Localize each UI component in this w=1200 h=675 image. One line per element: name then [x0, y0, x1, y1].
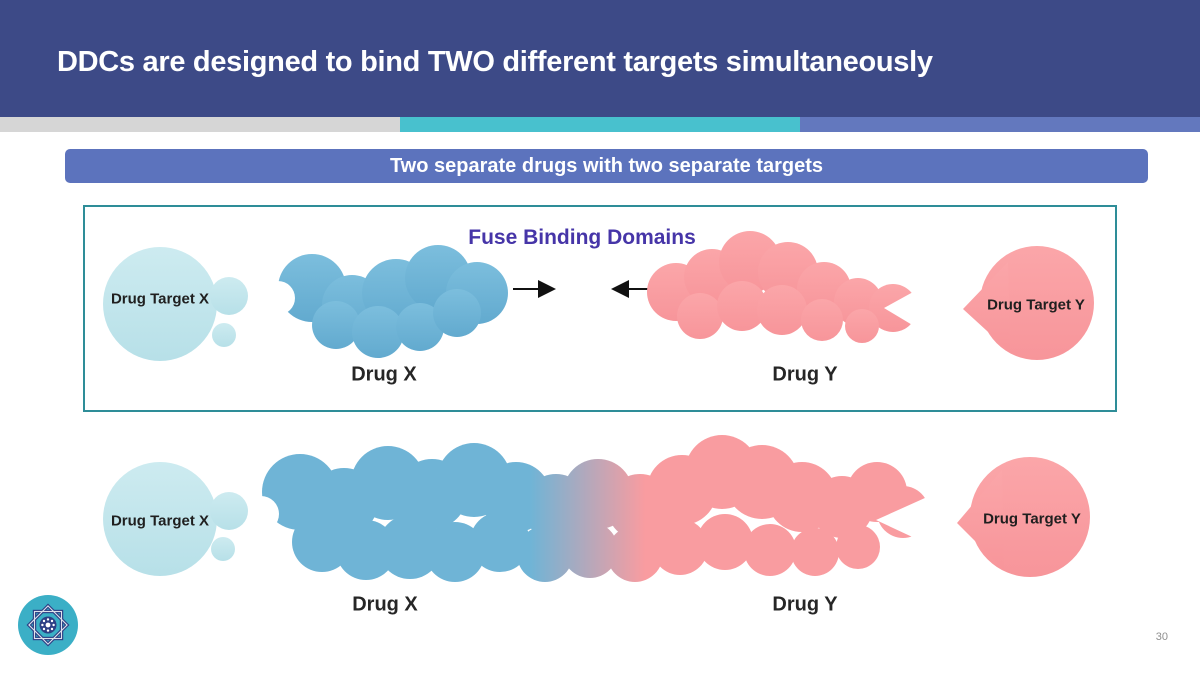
slide-title: DDCs are designed to bind TWO different … — [57, 46, 933, 78]
drug-target-y-label-top: Drug Target Y — [987, 296, 1085, 314]
drug-x-label-top: Drug X — [351, 363, 417, 386]
drug-target-x-label-top: Drug Target X — [110, 290, 210, 308]
separate-drugs-box — [83, 205, 1117, 412]
drug-target-x-label-bottom: Drug Target X — [110, 512, 210, 530]
divider-segment-teal — [400, 117, 800, 132]
page-number: 30 — [1155, 631, 1168, 643]
divider-segment-gray — [0, 117, 400, 132]
drug-y-label-bottom: Drug Y — [772, 593, 838, 616]
subtitle-banner-label: Two separate drugs with two separate tar… — [389, 154, 824, 177]
company-logo-icon — [18, 595, 78, 655]
fused-ddc-molecule — [262, 435, 929, 582]
divider-segment-blue — [800, 117, 1200, 132]
drug-x-label-bottom: Drug X — [352, 593, 418, 616]
drug-target-y-label-bottom: Drug Target Y — [983, 510, 1081, 528]
fuse-binding-domains-label: Fuse Binding Domains — [468, 226, 696, 249]
drug-y-label-top: Drug Y — [772, 363, 838, 386]
subtitle-banner: Two separate drugs with two separate tar… — [65, 149, 1148, 183]
header-bar: DDCs are designed to bind TWO different … — [0, 0, 1200, 117]
